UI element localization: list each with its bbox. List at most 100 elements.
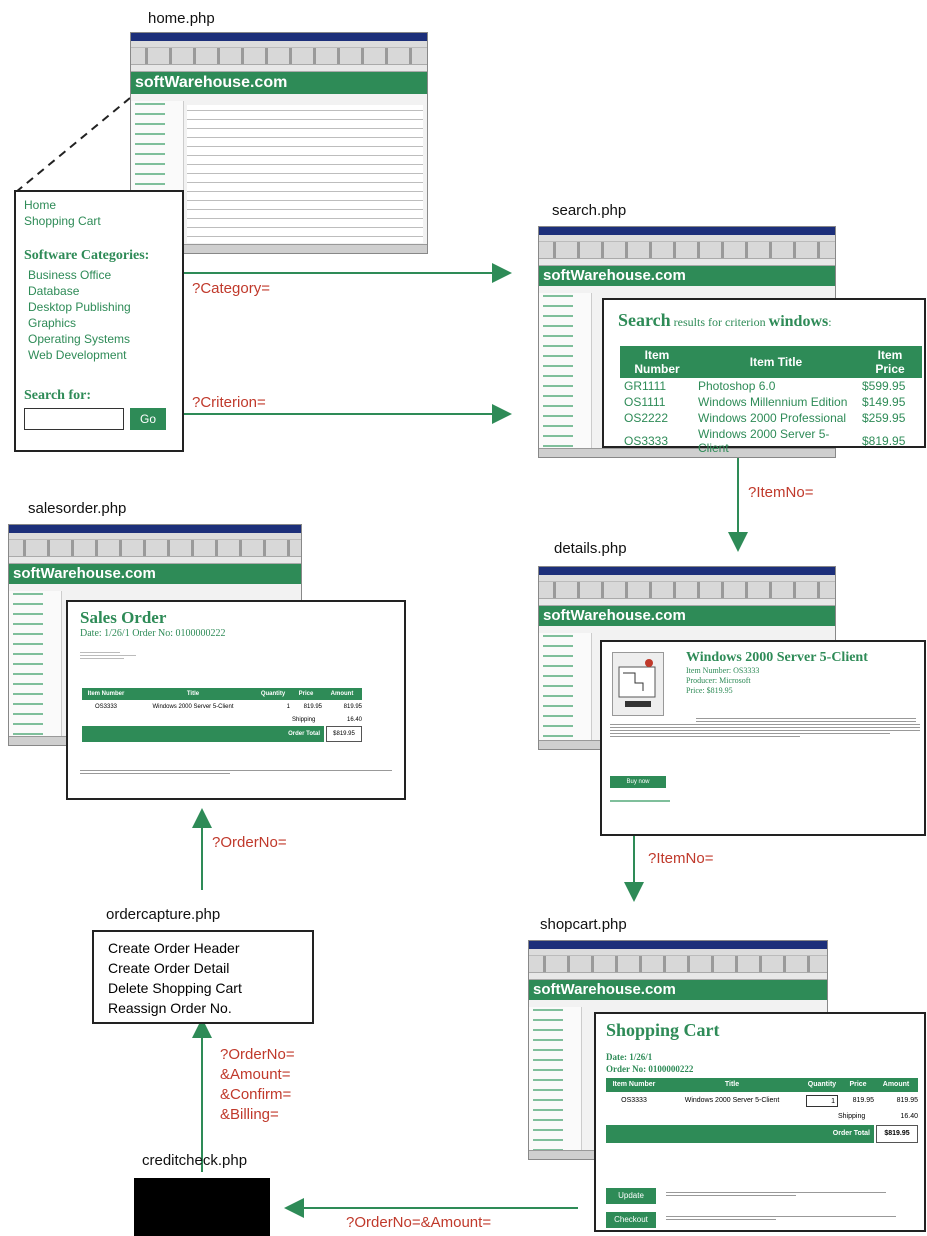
site-banner: softWarehouse.com	[539, 606, 835, 626]
shipping-label: Shipping	[292, 717, 316, 723]
col-item-title: Item Title	[694, 346, 858, 378]
thankyou-text	[80, 768, 392, 776]
item-number[interactable]: OS2222	[624, 411, 669, 425]
quantity-input[interactable]: 1	[806, 1095, 838, 1107]
item-amount: 819.95	[896, 1097, 918, 1104]
results-text: results for criterion	[670, 315, 769, 329]
table-row[interactable]: OS2222 Windows 2000 Professional $259.95	[620, 410, 922, 426]
category-link-graphics[interactable]: Graphics	[28, 316, 77, 330]
table-row: OS3333 Windows 2000 Server 5-Client 1 81…	[82, 700, 362, 714]
col-item-number: Item Number	[620, 346, 694, 378]
checkout-button[interactable]: Checkout	[606, 1212, 656, 1228]
product-description	[610, 716, 920, 739]
shipping-row: Shipping 16.40	[82, 714, 362, 726]
cart-table: Item Number Title Quantity Price Amount …	[606, 1078, 918, 1144]
search-results-table: Item Number Item Title Item Price GR1111…	[620, 346, 922, 456]
product-producer: Producer: Microsoft	[686, 676, 751, 685]
col-price: Price	[849, 1081, 867, 1088]
step-create-header: Create Order Header	[108, 940, 240, 956]
category-link-operating-systems[interactable]: Operating Systems	[28, 332, 131, 346]
search-input[interactable]	[24, 408, 124, 430]
cart-title: Shopping Cart	[606, 1020, 720, 1040]
item-number[interactable]: GR1111	[624, 379, 667, 393]
total-row: Order Total $819.95	[606, 1124, 918, 1144]
item-title[interactable]: Windows 2000 Server 5-Client	[698, 427, 830, 455]
param-category: ?Category=	[192, 280, 270, 297]
param-itemno-1: ?ItemNo=	[748, 484, 814, 501]
category-link-business-office[interactable]: Business Office	[28, 268, 112, 282]
salesorder-title: Sales Order	[80, 608, 167, 627]
label-ordercapture: ordercapture.php	[106, 906, 221, 923]
site-banner: softWarehouse.com	[529, 980, 827, 1000]
total-value: $819.95	[876, 1125, 918, 1143]
categories-heading: Software Categories:	[24, 248, 150, 263]
col-quantity: Quantity	[260, 691, 286, 697]
item-price: $259.95	[862, 411, 906, 425]
item-title[interactable]: Windows 2000 Professional	[698, 411, 847, 425]
item-price: 819.95	[852, 1097, 874, 1104]
customer-address	[80, 650, 140, 661]
search-heading: Search for:	[24, 388, 91, 403]
item-price: $599.95	[862, 379, 906, 393]
total-label: Order Total	[606, 1125, 874, 1143]
details-panel: Windows 2000 Server 5-Client Item Number…	[600, 640, 926, 836]
category-link-database[interactable]: Database	[28, 284, 80, 298]
table-row[interactable]: GR1111 Photoshop 6.0 $599.95	[620, 378, 922, 394]
table-row[interactable]: OS1111 Windows Millennium Edition $149.9…	[620, 394, 922, 410]
creditcheck-black-box	[134, 1178, 270, 1236]
label-search: search.php	[552, 202, 627, 219]
item-number[interactable]: OS1111	[624, 395, 666, 409]
salesorder-table: Item Number Title Quantity Price Amount …	[82, 688, 362, 742]
product-title: Windows 2000 Server 5-Client	[686, 650, 868, 665]
label-home: home.php	[148, 10, 215, 27]
param-credit: ?OrderNo=&Amount=	[346, 1214, 492, 1231]
site-banner: softWarehouse.com	[9, 564, 301, 584]
buy-now-button[interactable]: Buy now	[610, 776, 666, 788]
checkout-help-text	[666, 1214, 896, 1222]
label-details: details.php	[554, 540, 627, 557]
col-title: Title	[724, 1081, 740, 1088]
item-price: $819.95	[862, 434, 906, 448]
total-value: $819.95	[326, 726, 362, 742]
item-price: 819.95	[303, 704, 322, 710]
ordercapture-panel: Create Order Header Create Order Detail …	[92, 930, 314, 1024]
step-create-detail: Create Order Detail	[108, 960, 230, 976]
item-price: $149.95	[862, 395, 906, 409]
item-number[interactable]: OS3333	[624, 434, 669, 448]
param-checkout-amount: &Amount=	[220, 1066, 291, 1083]
table-row[interactable]: OS3333 Windows 2000 Server 5-Client $819…	[620, 426, 922, 456]
item-number: OS3333	[94, 704, 118, 710]
salesorder-subtitle: Date: 1/26/1 Order No: 0100000222	[80, 628, 226, 639]
col-amount: Amount	[330, 691, 354, 697]
shipping-row: Shipping 16.40	[606, 1110, 918, 1124]
menu-home-link[interactable]: Home	[24, 198, 57, 212]
product-box-icon	[618, 659, 656, 707]
salesorder-panel: Sales Order Date: 1/26/1 Order No: 01000…	[66, 600, 406, 800]
product-box-image	[612, 652, 664, 716]
col-price: Price	[298, 691, 314, 697]
category-link-desktop-publishing[interactable]: Desktop Publishing	[28, 300, 131, 314]
item-title[interactable]: Windows Millennium Edition	[698, 395, 848, 409]
search-results-heading: Search results for criterion windows:	[618, 310, 832, 331]
criterion-text: windows	[768, 313, 829, 330]
item-number: OS3333	[621, 1097, 647, 1104]
menu-cart-link[interactable]: Shopping Cart	[24, 214, 101, 228]
param-itemno-2: ?ItemNo=	[648, 850, 714, 867]
update-help-text	[666, 1190, 886, 1198]
site-banner: softWarehouse.com	[131, 72, 427, 94]
col-title: Title	[186, 691, 200, 697]
shipping-value: 16.40	[900, 1113, 918, 1120]
update-button[interactable]: Update	[606, 1188, 656, 1204]
category-link-web-development[interactable]: Web Development	[28, 348, 127, 362]
shopcart-panel: Shopping Cart Date: 1/26/1 Order No: 010…	[594, 1012, 926, 1232]
cart-order-no: Order No: 0100000222	[606, 1064, 694, 1074]
param-criterion: ?Criterion=	[192, 394, 266, 411]
product-item-number: Item Number: OS3333	[686, 666, 760, 675]
item-title[interactable]: Photoshop 6.0	[698, 379, 776, 393]
col-item-number: Item Number	[612, 1081, 656, 1088]
review-link[interactable]	[610, 800, 670, 802]
label-salesorder: salesorder.php	[28, 500, 127, 517]
site-banner: softWarehouse.com	[539, 266, 835, 286]
go-button[interactable]: Go	[130, 408, 166, 430]
